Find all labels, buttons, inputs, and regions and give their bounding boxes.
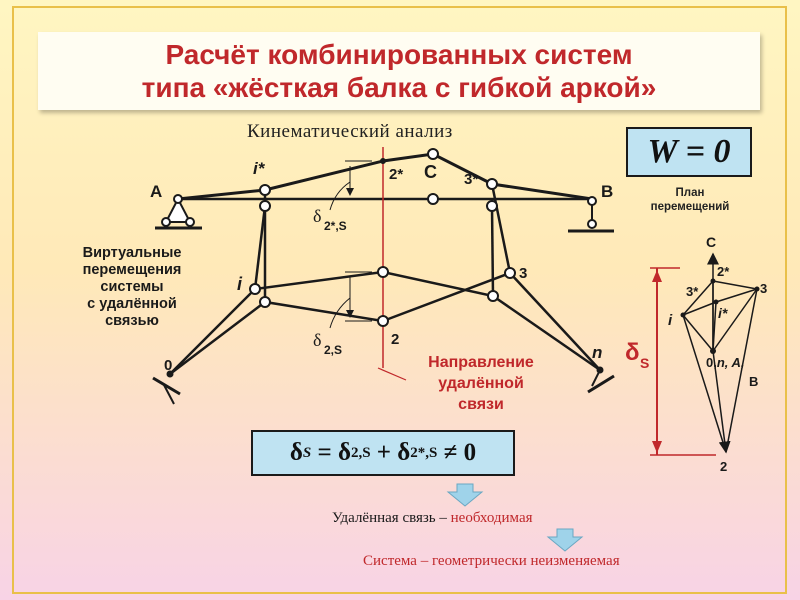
plan-label-2star: 2* bbox=[717, 264, 730, 279]
delta-2-s-symbol: δ bbox=[313, 330, 321, 350]
direction-line-3: связи bbox=[458, 396, 504, 413]
plan-label-i-star: i* bbox=[718, 305, 728, 321]
label-3: 3 bbox=[519, 265, 527, 282]
virtual-line-5: связью bbox=[105, 313, 159, 329]
support-b bbox=[568, 196, 614, 233]
plan-delta-s-subscript: S bbox=[640, 355, 649, 371]
w-equation-box: W = 0 bbox=[626, 127, 752, 177]
plan-label-origin-n: n, bbox=[717, 355, 729, 370]
formula-plus: + δ bbox=[370, 439, 411, 466]
plan-label-origin: 0,n, A, bbox=[706, 355, 745, 370]
plan-title-line-2: перемещений bbox=[650, 201, 730, 213]
label-c: C bbox=[424, 162, 437, 182]
label-2star: 2* bbox=[389, 166, 403, 183]
dim-2-leader bbox=[329, 297, 351, 329]
conclusion-removed-constraint: Удалённая связь – необходимая bbox=[332, 510, 533, 527]
support-n bbox=[587, 366, 615, 394]
displaced-beam-chain bbox=[177, 152, 593, 201]
delta-2star-s-subscript: 2*,S bbox=[324, 219, 347, 233]
direction-line-2: удалённой bbox=[438, 375, 524, 392]
label-3star: 3* bbox=[464, 171, 478, 188]
plan-label-b: B bbox=[749, 374, 758, 389]
label-a: A bbox=[150, 182, 162, 201]
slide-title: Расчёт комбинированных систем типа «жёст… bbox=[38, 32, 760, 110]
virtual-line-1: Виртуальные bbox=[82, 245, 182, 261]
hinge-3star-lower bbox=[486, 200, 498, 212]
hinge-i-displaced bbox=[259, 296, 271, 308]
hinge-3star bbox=[486, 178, 498, 190]
plan-title-line-1: План bbox=[675, 187, 705, 199]
hinge-i-star bbox=[259, 184, 271, 196]
displacement-plan: C 2* 3* 3 i* i 0,n, A, B 2 δ S bbox=[625, 234, 767, 474]
kinematic-analysis-label: Кинематический анализ bbox=[247, 121, 453, 142]
down-arrow-2 bbox=[546, 528, 584, 552]
formula-neq: ≠ 0 bbox=[437, 439, 477, 466]
conclusion-system-invariant: Система – геометрически неизменяемая bbox=[363, 553, 620, 569]
plan-label-3star: 3* bbox=[686, 284, 699, 299]
hinge-2-original bbox=[377, 266, 389, 278]
label-i: i bbox=[237, 274, 243, 294]
virtual-displacements-text: Виртуальные перемещения системы с удалён… bbox=[56, 245, 208, 330]
hinge-set bbox=[249, 148, 516, 327]
slide-frame bbox=[12, 6, 787, 594]
point-2star bbox=[380, 158, 386, 164]
hanger-right-displaced bbox=[490, 183, 512, 274]
plan-label-2: 2 bbox=[720, 459, 727, 474]
label-2: 2 bbox=[391, 331, 399, 348]
conclusion-1-highlight: необходимая bbox=[450, 510, 533, 526]
plan-label-c: C bbox=[706, 234, 716, 250]
conclusion-1-prefix: Удалённая связь – bbox=[332, 510, 451, 526]
formula-delta: δ bbox=[289, 439, 303, 466]
formula-sub-2s: 2,S bbox=[350, 444, 371, 461]
plan-delta-s-symbol: δ bbox=[625, 339, 640, 366]
hinge-i bbox=[249, 283, 261, 295]
hinge-i-star-lower bbox=[259, 200, 271, 212]
hanger-left-original bbox=[253, 205, 267, 290]
delta-2star-s-symbol: δ bbox=[313, 206, 321, 226]
virtual-line-3: системы bbox=[100, 279, 164, 295]
label-b: B bbox=[601, 182, 613, 201]
direction-leader bbox=[377, 367, 407, 381]
support-a bbox=[155, 194, 202, 230]
title-line-1: Расчёт комбинированных систем bbox=[165, 39, 633, 70]
plan-label-i: i bbox=[668, 312, 673, 329]
direction-line-1: Направление bbox=[428, 354, 534, 371]
hanger-right-original bbox=[490, 205, 495, 297]
removed-constraint-direction-text: Направление удалённой связи bbox=[406, 352, 556, 415]
displacement-plan-title: План перемещений bbox=[640, 186, 740, 214]
plan-label-origin-0: 0, bbox=[706, 355, 717, 370]
formula-sub-s: S bbox=[302, 444, 312, 461]
hinge-c-displaced bbox=[427, 148, 439, 160]
label-0: 0 bbox=[164, 357, 172, 374]
plan-label-origin-a: A, bbox=[728, 355, 744, 370]
title-line-2: типа «жёсткая балка с гибкой аркой» bbox=[141, 72, 657, 103]
hinge-2 bbox=[377, 315, 389, 327]
support-0 bbox=[152, 370, 181, 405]
formula-eq: = δ bbox=[311, 439, 351, 466]
hinge-3 bbox=[504, 267, 516, 279]
delta-2-s-subscript: 2,S bbox=[324, 343, 342, 357]
down-arrow-1 bbox=[446, 483, 484, 507]
formula-sub-2star-s: 2*,S bbox=[410, 444, 438, 461]
label-n: n bbox=[592, 343, 602, 362]
dim-2star-leader bbox=[329, 181, 351, 211]
hinge-3-original bbox=[487, 290, 499, 302]
hinge-c bbox=[427, 193, 439, 205]
virtual-line-2: перемещения bbox=[82, 262, 182, 278]
plan-label-3: 3 bbox=[760, 281, 767, 296]
virtual-line-4: с удалённой bbox=[87, 296, 177, 312]
label-i-star: i* bbox=[253, 159, 266, 178]
